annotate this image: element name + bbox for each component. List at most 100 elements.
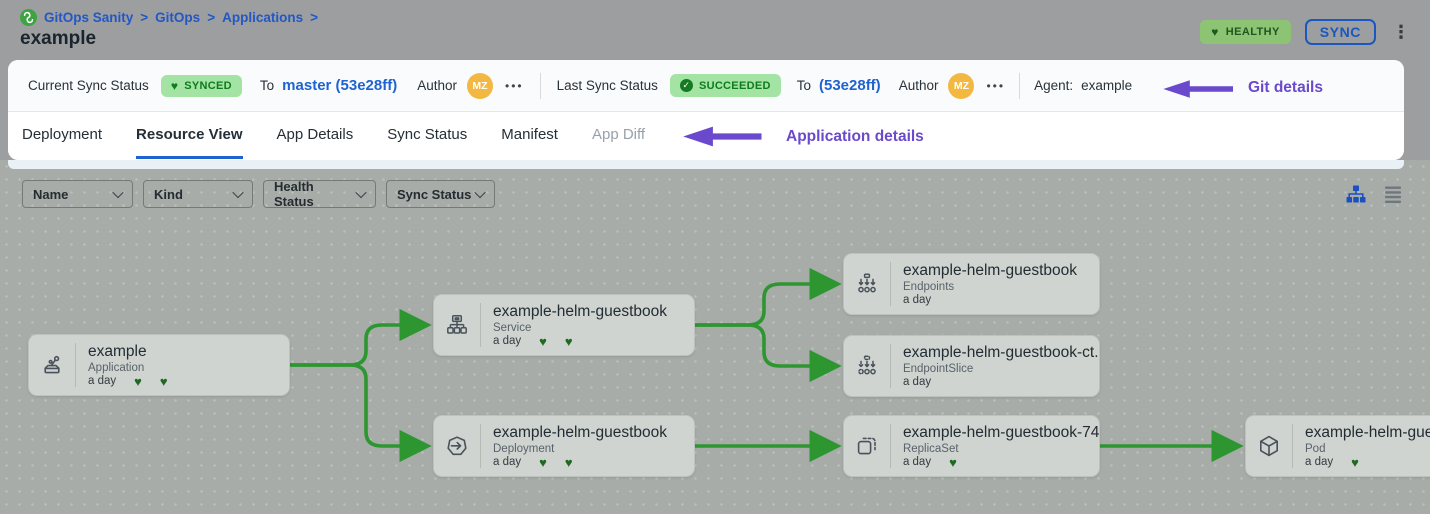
divider [890,344,891,388]
node-meta: a day ♥ ♥ [493,335,667,348]
breadcrumb-item-applications[interactable]: Applications [222,10,304,25]
tab-app-diff[interactable]: App Diff [591,125,646,143]
name-filter-dropdown[interactable]: Name [22,180,133,208]
breadcrumb-item-gitops-sanity[interactable]: GitOps Sanity [44,10,134,25]
application-details-arrow-icon [683,126,762,147]
tab-manifest[interactable]: Manifest [501,125,558,143]
synced-badge-label: SYNCED [184,79,232,92]
sync-status-bar: Current Sync Status ♥ SYNCED To master (… [8,60,1404,112]
health-heart-icon: ♥ [159,373,168,388]
endpoints-icon [844,271,890,297]
tab-resource-view[interactable]: Resource View [136,112,243,159]
current-commit-link[interactable]: master (53e28ff) [282,77,398,94]
page-title: example [20,28,97,49]
synced-status-badge: ♥ SYNCED [160,74,242,97]
node-age: a day [88,375,117,387]
application-icon [29,352,75,378]
chevron-down-icon [355,186,367,199]
node-meta: a day ♥ ♥ [493,456,667,469]
node-body: example-helm-guestbook Deployment a day … [481,424,667,469]
divider [890,262,891,306]
health-heart-icon: ♥ [539,454,547,469]
health-heart-icon: ♥ [564,454,573,469]
resource-graph-canvas: Name Kind Health Status Sync Status [0,160,1430,514]
tab-sync-status[interactable]: Sync Status [387,125,468,143]
health-heart-icon: ♥ [949,454,957,469]
breadcrumb-separator: > [140,10,149,25]
succeeded-badge-label: SUCCEEDED [698,79,771,92]
service-icon [434,312,480,338]
application-details-annotation: Application details [786,128,924,145]
node-guestbook-endpointslice[interactable]: example-helm-guestbook-ct... EndpointSli… [843,335,1100,397]
node-name: example-helm-guestbook [903,262,1078,279]
replicaset-icon [844,433,890,459]
node-guestbook-endpoints[interactable]: example-helm-guestbook Endpoints a day [843,253,1100,315]
more-commit-info-icon[interactable]: ••• [986,78,1006,93]
breadcrumb-item-gitops[interactable]: GitOps [155,10,201,25]
node-age: a day [1305,456,1334,468]
divider [539,72,541,99]
last-author-label: Author [898,78,939,93]
header-actions: ♥ HEALTHY SYNC ⋮ [1200,19,1412,45]
health-status-filter-dropdown[interactable]: Health Status [263,179,376,209]
tree-view-icon[interactable] [1345,183,1367,205]
divider [890,424,891,468]
agent-value: example [1081,78,1133,93]
node-body: example Application a day ♥ ♥ [76,343,168,388]
kebab-menu-icon[interactable]: ⋮ [1392,22,1410,42]
more-commit-info-icon[interactable]: ••• [505,78,524,93]
health-status-badge: ♥ HEALTHY [1200,20,1291,44]
node-kind: Endpoints [903,281,955,293]
sync-status-filter-dropdown[interactable]: Sync Status [386,180,495,208]
divider [480,303,481,347]
heart-icon: ♥ [1211,25,1219,39]
tab-deployment[interactable]: Deployment [22,125,103,143]
node-guestbook-service[interactable]: example-helm-guestbook Service a day ♥ ♥ [433,294,695,356]
breadcrumb-separator: > [207,10,216,25]
endpointslice-icon [844,353,890,379]
heart-icon: ♥ [170,78,179,93]
health-heart-icon: ♥ [1351,454,1359,469]
node-kind: Application [88,361,145,374]
node-body: example-helm-guestbook Service a day ♥ ♥ [481,303,667,348]
node-guestbook-pod[interactable]: example-helm-guest Pod a day ♥ [1245,415,1430,477]
health-heart-icon: ♥ [539,333,547,348]
list-view-icon[interactable] [1382,183,1404,205]
node-guestbook-deployment[interactable]: example-helm-guestbook Deployment a day … [433,415,695,477]
kind-filter-dropdown[interactable]: Kind [143,180,253,208]
node-guestbook-replicaset[interactable]: example-helm-guestbook-74... ReplicaSet … [843,415,1100,477]
panel-glow-band [8,160,1404,169]
sync-button[interactable]: SYNC [1304,19,1376,45]
chevron-down-icon [474,186,486,199]
node-body: example-helm-guestbook-ct... EndpointSli… [891,344,1099,388]
divider [1292,424,1293,468]
node-meta: a day ♥ [903,456,1099,469]
author-avatar[interactable]: MZ [467,72,494,99]
divider [1019,72,1021,99]
health-heart-icon: ♥ [134,373,142,388]
name-filter-label: Name [33,186,69,202]
health-status-filter-label: Health Status [274,179,314,209]
node-kind: Pod [1305,442,1326,455]
tab-app-details[interactable]: App Details [276,125,354,143]
node-kind: ReplicaSet [902,442,959,455]
sync-status-filter-label: Sync Status [397,186,472,202]
node-age: a day [902,456,932,468]
node-kind: EndpointSlice [902,363,974,375]
kind-filter-label: Kind [154,186,183,202]
health-heart-icon: ♥ [564,333,573,348]
node-example-application[interactable]: example Application a day ♥ ♥ [28,334,290,396]
node-meta: a day ♥ ♥ [88,375,168,388]
node-age: a day [493,456,522,468]
deployment-icon [434,433,480,459]
breadcrumb-separator: > [310,10,318,25]
last-commit-link[interactable]: (53e28ff) [818,77,881,94]
node-kind: Service [493,321,532,334]
breadcrumb: GitOps Sanity > GitOps > Applications > [20,9,318,26]
git-details-arrow-icon [1163,80,1233,98]
check-circle-icon: ✓ [679,79,693,92]
current-author-label: Author [417,78,458,93]
node-body: example-helm-guestbook-74... ReplicaSet … [891,424,1099,469]
author-avatar[interactable]: MZ [948,72,975,99]
node-name: example [88,342,147,360]
